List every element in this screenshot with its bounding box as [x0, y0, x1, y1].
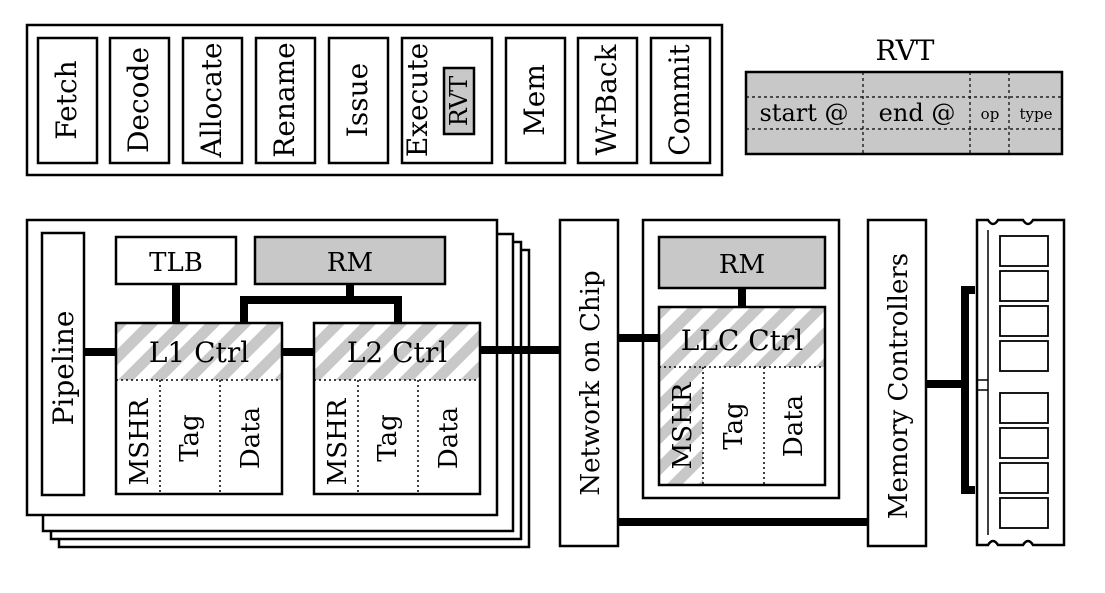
l2-ctrl-label: L2 Ctrl — [347, 336, 447, 369]
l2-tag-label: Tag — [373, 414, 403, 461]
rvt-col-start: start @ — [759, 99, 848, 127]
llc-rm-block — [657, 235, 827, 290]
rvt-col-end: end @ — [879, 99, 956, 127]
stage-issue-label: Issue — [341, 63, 374, 137]
l1-mshr-label: MSHR — [125, 397, 155, 485]
execute-rvt-label: RVT — [445, 76, 473, 127]
network-on-chip-label: Network on Chip — [576, 270, 606, 495]
stage-allocate: Allocate — [181, 36, 244, 165]
core-rm-block — [253, 235, 447, 286]
pipeline-label: Pipeline — [47, 311, 80, 426]
stage-execute-label: Execute — [401, 43, 434, 157]
stage-wrback: WrBack — [576, 36, 639, 165]
memory-controllers-label: Memory Controllers — [884, 253, 914, 519]
llc-connectors — [618, 288, 746, 342]
tlb-block — [114, 235, 238, 286]
execute-rvt-box — [442, 66, 476, 136]
llc-mshr-label: MSHR — [668, 381, 698, 469]
stage-decode: Decode — [108, 36, 171, 165]
llc-tag-label: Tag — [719, 402, 749, 449]
llc-panel: RM LLC Ctrl MSHR Tag Data — [618, 218, 841, 500]
pipeline-stages-panel: Fetch Decode Allocate Rename Issue Execu… — [25, 23, 724, 177]
core-rm-label: RM — [327, 248, 373, 278]
stage-issue: Issue — [327, 36, 390, 165]
pipeline-block — [40, 231, 86, 497]
llc-rm-label: RM — [719, 250, 765, 280]
stage-decode-label: Decode — [122, 47, 155, 153]
l2-mshr-label: MSHR — [323, 397, 353, 485]
llc-cache: LLC Ctrl MSHR Tag Data — [657, 305, 827, 487]
rvt-col-op: op — [981, 105, 1000, 123]
stage-commit-label: Commit — [663, 43, 696, 155]
stage-commit: Commit — [649, 36, 712, 165]
rvt-table-title: RVT — [876, 34, 935, 67]
l2-cache: L2 Ctrl MSHR Tag Data — [312, 321, 482, 496]
core-connectors — [84, 284, 560, 356]
l1-data-label: Data — [236, 407, 266, 469]
l1-tag-label: Tag — [175, 414, 205, 461]
stage-rename-label: Rename — [268, 42, 301, 158]
tlb-label: TLB — [149, 248, 203, 278]
stage-mem-label: Mem — [518, 64, 551, 136]
l1-cache: L1 Ctrl MSHR Tag Data — [114, 321, 284, 496]
stage-allocate-label: Allocate — [195, 42, 228, 158]
network-on-chip: Network on Chip — [558, 218, 620, 548]
l1-ctrl-label: L1 Ctrl — [149, 336, 249, 369]
stage-rename: Rename — [254, 36, 317, 165]
l2-data-label: Data — [434, 407, 464, 469]
memory-bus — [926, 286, 975, 494]
llc-ctrl-label: LLC Ctrl — [681, 324, 804, 357]
llc-data-label: Data — [779, 395, 809, 457]
stage-wrback-label: WrBack — [590, 44, 623, 156]
dram-module-icon — [975, 218, 1066, 547]
rvt-table: RVT start @ end @ op type — [744, 34, 1064, 156]
rvt-col-type: type — [1020, 105, 1053, 123]
stage-execute: Execute RVT — [400, 36, 494, 165]
stage-mem: Mem — [504, 36, 567, 165]
stage-fetch: Fetch — [36, 36, 99, 165]
core-stack: Pipeline TLB RM L1 Ctrl MSHR Tag Data — [25, 218, 560, 549]
stage-fetch-label: Fetch — [50, 60, 83, 139]
memory-controllers: Memory Controllers — [866, 218, 928, 548]
